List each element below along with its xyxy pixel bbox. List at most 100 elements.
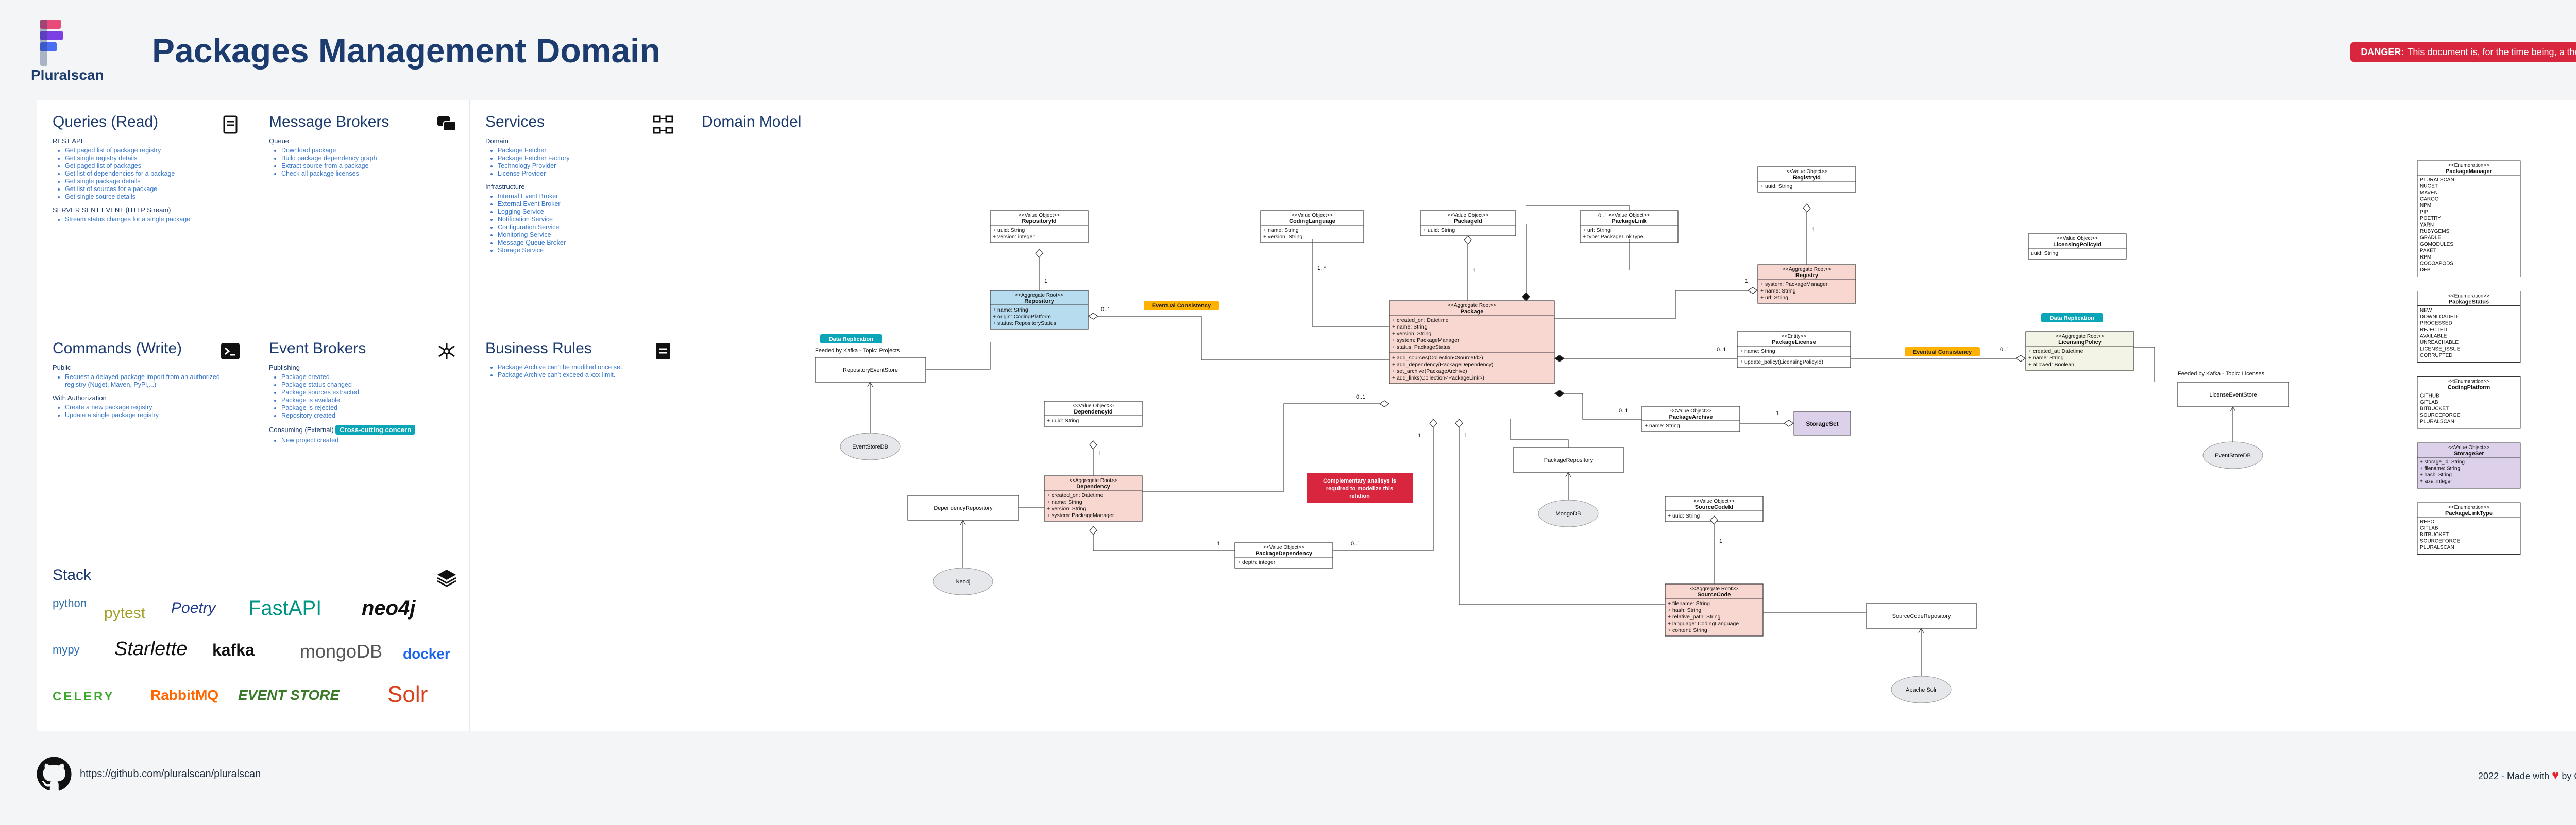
list-item[interactable]: Configuration Service (498, 224, 670, 231)
class-stereotype: <<Aggregate Root>> (1783, 267, 1831, 272)
enum-value: DEB (2420, 267, 2431, 273)
relation-line (2134, 347, 2155, 382)
list-item[interactable]: License Provider (498, 170, 670, 178)
package-class[interactable]: <<Aggregate Root>>Package+ created_on: D… (1389, 300, 1555, 384)
list-item[interactable]: Get list of dependencies for a package (65, 170, 238, 178)
list-item[interactable]: New project created (281, 437, 454, 444)
enum-stereotype: <<Value Object>> (2448, 445, 2489, 451)
list-item[interactable]: Get single registry details (65, 154, 238, 162)
repository-label: SourceCodeRepository (1892, 613, 1951, 620)
class-stereotype: <<Aggregate Root>> (2056, 334, 2104, 339)
list-item[interactable]: Logging Service (498, 208, 670, 216)
license-event-store[interactable]: LicenseEventStore (2177, 382, 2289, 407)
list-item[interactable]: Package status changed (281, 381, 454, 389)
enum-class[interactable]: <<Enumeration>>PackageLinkTypeREPOGITLAB… (2417, 502, 2521, 555)
dependency-id-class[interactable]: <<Value Object>>DependencyId+ uuid: Stri… (1044, 401, 1143, 427)
list-item[interactable]: Repository created (281, 412, 454, 420)
repository-id-class[interactable]: <<Value Object>>RepositoryId+ uuid: Stri… (990, 210, 1089, 243)
enum-name: PackageStatus (2449, 299, 2489, 305)
class-method: + add_sources(Collection<SourceId>) (1392, 355, 1483, 361)
list-item[interactable]: Package is rejected (281, 404, 454, 412)
class-method: + add_links(Collection<PackageLink>) (1392, 375, 1484, 381)
list-item[interactable]: Package Fetcher Factory (498, 154, 670, 162)
list-item[interactable]: Package created (281, 373, 454, 381)
registry-id-class[interactable]: <<Value Object>>RegistryId+ uuid: String (1757, 166, 1856, 193)
list-item[interactable]: Stream status changes for a single packa… (65, 216, 238, 224)
class-attribute: + filename: String (1668, 600, 1710, 607)
enum-stereotype: <<Enumeration>> (2448, 294, 2489, 299)
storage-set-class[interactable]: StorageSet (1793, 411, 1851, 436)
queue-label: Queue (269, 137, 290, 145)
list-item[interactable]: Technology Provider (498, 162, 670, 170)
consuming-label: Consuming (External) (269, 426, 334, 434)
source-code-repository[interactable]: SourceCodeRepository (1866, 603, 1977, 629)
aggregation-diamond (1455, 419, 1463, 428)
list-item[interactable]: Download package (281, 147, 454, 154)
class-attribute: + created_on: Datetime (1047, 492, 1104, 499)
composition-diamond (1554, 355, 1565, 362)
list-item[interactable]: Get list of sources for a package (65, 185, 238, 193)
stack-logo: python (53, 597, 87, 610)
list-item[interactable]: Get single package details (65, 178, 238, 185)
list-item[interactable]: Request a delayed package import from an… (65, 373, 238, 389)
source-code-id-class[interactable]: <<Value Object>>SourceCodeId+ uuid: Stri… (1665, 496, 1764, 522)
list-item[interactable]: Package Fetcher (498, 147, 670, 154)
package-id-class[interactable]: <<Value Object>>PackageId+ uuid: String (1420, 210, 1516, 236)
list-item[interactable]: Get paged list of packages (65, 162, 238, 170)
repository-event-store[interactable]: RepositoryEventStore (815, 357, 926, 383)
stack-logo: FastAPI (248, 597, 322, 620)
enum-value: YARN (2420, 222, 2434, 228)
dependency-repository[interactable]: DependencyRepository (907, 495, 1019, 521)
class-name: StorageSet (1806, 420, 1838, 427)
list-item[interactable]: Package Archive can't be modified once s… (498, 364, 670, 371)
list-item[interactable]: Package is available (281, 397, 454, 404)
list-item[interactable]: Get paged list of package registry (65, 147, 238, 154)
list-item[interactable]: Package sources extracted (281, 389, 454, 397)
stack-logo: docker (403, 646, 450, 662)
enum-class[interactable]: <<Enumeration>>PackageManagerPLURALSCANN… (2417, 160, 2521, 277)
list-item[interactable]: External Event Broker (498, 200, 670, 208)
enum-class[interactable]: <<Enumeration>>CodingPlatformGITHUBGITLA… (2417, 376, 2521, 429)
list-item[interactable]: Package Archive can't exceed a xxx limit… (498, 371, 670, 379)
enum-class[interactable]: <<Value Object>>StorageSet+ storage_id: … (2417, 442, 2521, 489)
list-item[interactable]: Message Queue Broker (498, 239, 670, 247)
eventual-consistency-badge-left: Eventual Consistency (1144, 301, 1219, 310)
list-item[interactable]: Internal Event Broker (498, 193, 670, 200)
list-item[interactable]: Notification Service (498, 216, 670, 224)
licensing-policy-class[interactable]: <<Aggregate Root>>LicensingPolicy+ creat… (2025, 331, 2134, 371)
enum-class[interactable]: <<Enumeration>>PackageStatusNEWDOWNLOADE… (2417, 291, 2521, 363)
list-item[interactable]: Check all package licenses (281, 170, 454, 178)
package-archive-class[interactable]: <<Value Object>>PackageArchive+ name: St… (1641, 406, 1740, 432)
business-rules-panel: Business Rules Package Archive can't be … (470, 326, 686, 553)
list-item[interactable]: Build package dependency graph (281, 154, 454, 162)
list-item[interactable]: Storage Service (498, 247, 670, 254)
github-icon[interactable] (36, 756, 72, 792)
package-link-class[interactable]: <<Value Object>>PackageLink+ url: String… (1580, 210, 1679, 243)
stack-logo: pytest (104, 605, 146, 622)
enum-value: PROCESSED (2420, 321, 2452, 326)
package-repository[interactable]: PackageRepository (1513, 447, 1624, 473)
stack-logo: CELERY (53, 690, 115, 703)
mongodb-store: MongoDB (1538, 500, 1599, 527)
package-dependency-class[interactable]: <<Value Object>>PackageDependency+ depth… (1234, 542, 1333, 569)
repository-class[interactable]: <<Aggregate Root>>Repository+ name: Stri… (990, 290, 1089, 330)
logo-text: Pluralscan (31, 67, 104, 83)
dependency-class[interactable]: <<Aggregate Root>>Dependency+ created_on… (1044, 475, 1143, 522)
package-license-class[interactable]: <<Entity>>PackageLicense+ name: String+ … (1737, 331, 1851, 368)
class-name: PackageArchive (1669, 414, 1713, 420)
github-link[interactable]: https://github.com/pluralscan/pluralscan (80, 768, 261, 780)
source-code-class[interactable]: <<Aggregate Root>>SourceCode+ filename: … (1665, 583, 1764, 637)
list-item[interactable]: Monitoring Service (498, 231, 670, 239)
class-attribute: + language: CodingLanguage (1668, 621, 1739, 627)
list-item[interactable]: Update a single package registry (65, 411, 238, 419)
datastore-label: EventStoreDB (852, 444, 888, 450)
list-item[interactable]: Extract source from a package (281, 162, 454, 170)
class-stereotype: <<Value Object>> (1693, 499, 1735, 504)
aggregation-diamond (1429, 419, 1437, 428)
list-item[interactable]: Create a new package registry (65, 404, 238, 411)
coding-language-class[interactable]: <<Value Object>>CodingLanguage+ name: St… (1260, 210, 1364, 243)
registry-class[interactable]: <<Aggregate Root>>Registry+ system: Pack… (1757, 264, 1856, 304)
list-item[interactable]: Get single source details (65, 193, 238, 201)
kafka-licenses-caption: Feeded by Kafka - Topic: Licenses (2178, 371, 2264, 377)
